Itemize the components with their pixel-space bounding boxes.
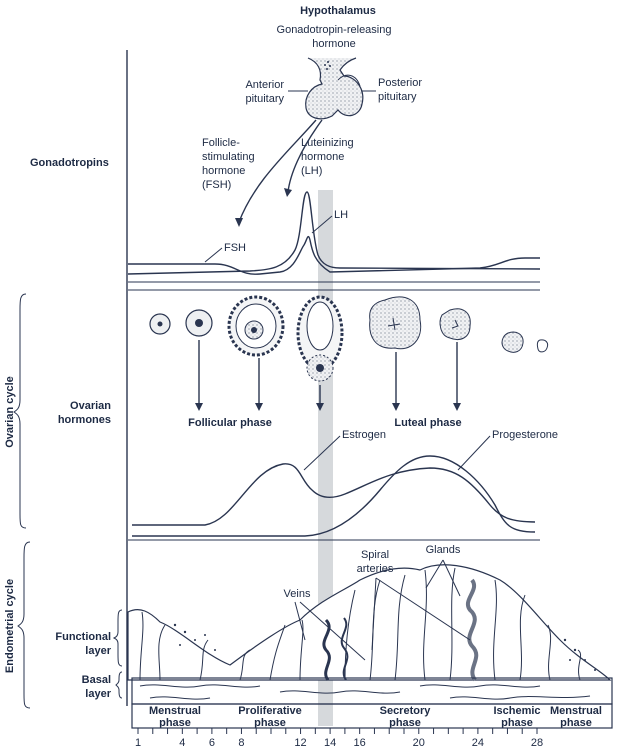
anterior-label-1: Anterior: [245, 79, 284, 91]
veins-leader: [294, 601, 306, 641]
posterior-label-1: Posterior: [378, 77, 422, 89]
basal-layer-band: [131, 677, 613, 705]
lh-arrow-head-icon: [284, 188, 292, 197]
lh-curve-label: LH: [334, 209, 348, 221]
glands-leader: [442, 559, 461, 597]
luteal-phase-label: Luteal phase: [394, 417, 461, 429]
ovarian-cycle-bracket: [13, 293, 27, 529]
follicle-stages: [149, 295, 549, 382]
hypothalamus-title: Hypothalamus: [300, 5, 376, 17]
ovarian-cycle-label: Ovarian cycle: [4, 376, 16, 448]
phase-menstrual-1: Menstrual: [149, 705, 201, 717]
functional-layer-label-1: Functional: [55, 631, 111, 643]
phase-menstrual-2: Menstrual: [550, 705, 602, 717]
spiral-arteries-leader: [371, 577, 377, 651]
pituitary-gland-icon: [305, 57, 364, 120]
gnrh-label-2: hormone: [312, 38, 355, 50]
corpus-albicans-icon: [501, 331, 524, 353]
day-tick-label: 12: [294, 737, 306, 749]
basal-layer-texture: [139, 684, 591, 700]
day-tick-label: 4: [179, 737, 185, 749]
day-tick-label: 1: [135, 737, 141, 749]
veins-label: Veins: [284, 588, 311, 600]
phase-secretory-b: phase: [389, 717, 421, 729]
day-tick-label: 14: [324, 737, 336, 749]
lh-desc-3: (LH): [301, 165, 322, 177]
day-tick-label: 20: [413, 737, 425, 749]
endometrial-cycle-label: Endometrial cycle: [4, 579, 16, 673]
progesterone-curve: [132, 455, 536, 537]
fsh-curve-label: FSH: [224, 242, 246, 254]
posterior-label-2: pituitary: [378, 91, 417, 103]
estrogen-curve: [132, 463, 536, 526]
day-tick-label: 8: [238, 737, 244, 749]
day-tick-label: 28: [531, 737, 543, 749]
corpus-luteum-icon: [439, 308, 471, 340]
fsh-desc-4: (FSH): [202, 179, 231, 191]
estrogen-leader: [303, 435, 341, 471]
basal-layer-label-2: layer: [85, 688, 111, 700]
fsh-desc-3: hormone: [202, 165, 245, 177]
day-tick-label: 16: [354, 737, 366, 749]
lh-curve: [127, 191, 541, 275]
fsh-desc-2: stimulating: [202, 151, 255, 163]
spiral-arteries-label-1: Spiral: [361, 549, 389, 561]
lh-desc-1: Luteinizing: [301, 137, 354, 149]
functional-layer-bracket: [112, 609, 123, 667]
lh-desc-2: hormone: [301, 151, 344, 163]
fsh-arrow: [238, 119, 317, 223]
gnrh-label-1: Gonadotropin-releasing: [277, 24, 392, 36]
spiral-arteries-leader: [375, 577, 471, 641]
ovarian-hormones-label-1: Ovarian: [70, 400, 111, 412]
veins-leader: [299, 601, 366, 661]
fsh-leader: [204, 247, 223, 263]
follicular-phase-label: Follicular phase: [188, 417, 272, 429]
corpus-albicans-icon: [536, 339, 549, 353]
spiral-arteries-label-2: arteries: [357, 563, 394, 575]
lh-arrow: [287, 119, 323, 193]
progesterone-leader: [457, 435, 491, 471]
corpus-luteum-icon: [369, 296, 422, 350]
phase-ischemic-b: phase: [501, 717, 533, 729]
day-tick-label: 6: [209, 737, 215, 749]
progesterone-label: Progesterone: [492, 429, 558, 441]
phase-menstrual-2b: phase: [560, 717, 592, 729]
gonadotropins-label: Gonadotropins: [30, 157, 109, 169]
functional-layer-label-2: layer: [85, 645, 111, 657]
endometrial-cycle-bracket: [17, 541, 31, 709]
phase-proliferative: Proliferative: [238, 705, 302, 717]
anterior-label-2: pituitary: [245, 93, 284, 105]
phase-menstrual-1b: phase: [159, 717, 191, 729]
basal-layer-label-1: Basal: [82, 674, 111, 686]
glands-leader: [425, 559, 444, 589]
phase-secretory: Secretory: [380, 705, 432, 717]
phase-ischemic: Ischemic: [493, 705, 540, 717]
estrogen-label: Estrogen: [342, 429, 386, 441]
fsh-curve: [128, 236, 540, 275]
follicle-arrows: [195, 340, 461, 411]
day-tick-label: 24: [472, 737, 484, 749]
glands-label: Glands: [426, 544, 461, 556]
fsh-desc-1: Follicle-: [202, 137, 240, 149]
lh-leader: [311, 215, 333, 234]
fsh-arrow-head-icon: [235, 218, 243, 227]
basal-layer-bracket: [115, 671, 123, 699]
phase-proliferative-b: phase: [254, 717, 286, 729]
endometrium-illustration: [127, 564, 612, 682]
ovarian-hormones-label-2: hormones: [58, 414, 111, 426]
